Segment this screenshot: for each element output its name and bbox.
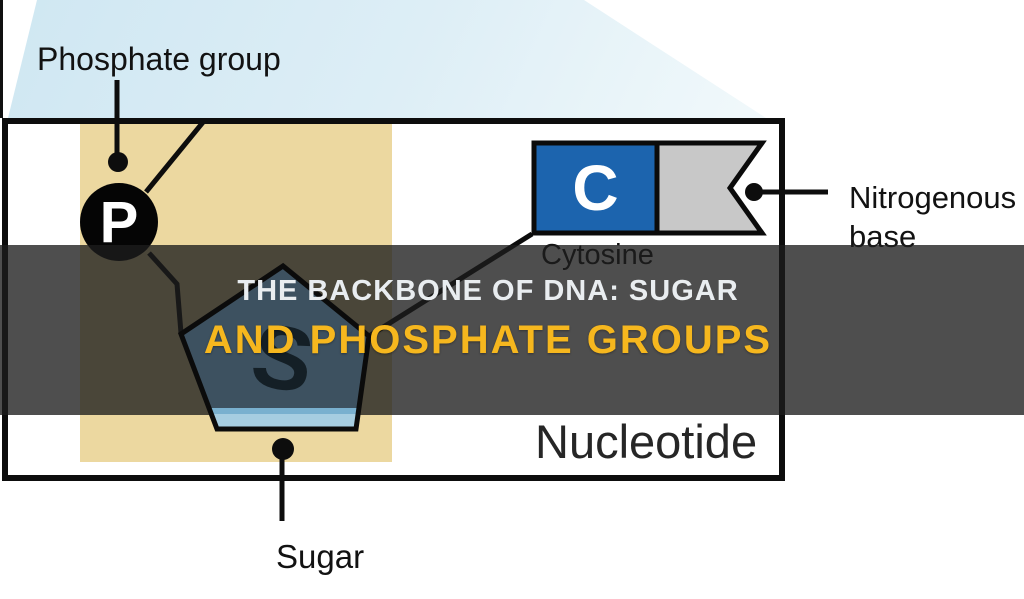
- corner-fold-strip: [0, 0, 3, 118]
- sugar-pentagon-blue-strip-top: [181, 408, 369, 414]
- nucleotide-label: Nucleotide: [535, 415, 758, 468]
- phosphate-group-label: Phosphate group: [37, 41, 281, 77]
- base-letter: C: [572, 152, 619, 224]
- banner-title-line2: AND PHOSPHATE GROUPS: [203, 318, 773, 362]
- bond-line-upper: [144, 119, 206, 194]
- sugar-leader-dot: [272, 438, 294, 460]
- sugar-pentagon: [181, 266, 369, 429]
- sugar-pentagon-outline: [177, 262, 372, 432]
- phosphate-circle: [80, 183, 158, 261]
- sugar-pentagon-blue-strip-bottom: [181, 414, 369, 429]
- base-flag-blue-rect: [531, 140, 660, 236]
- phosphate-leader-dot: [108, 152, 128, 172]
- banner-title-line1: THE BACKBONE OF DNA: SUGAR: [237, 275, 739, 307]
- phosphate-letter: P: [99, 189, 139, 255]
- title-banner-overlay: [0, 245, 1024, 415]
- title-banner-text: THE BACKBONE OF DNA: SUGAR AND PHOSPHATE…: [0, 245, 976, 415]
- sugar-label: Sugar: [276, 538, 365, 575]
